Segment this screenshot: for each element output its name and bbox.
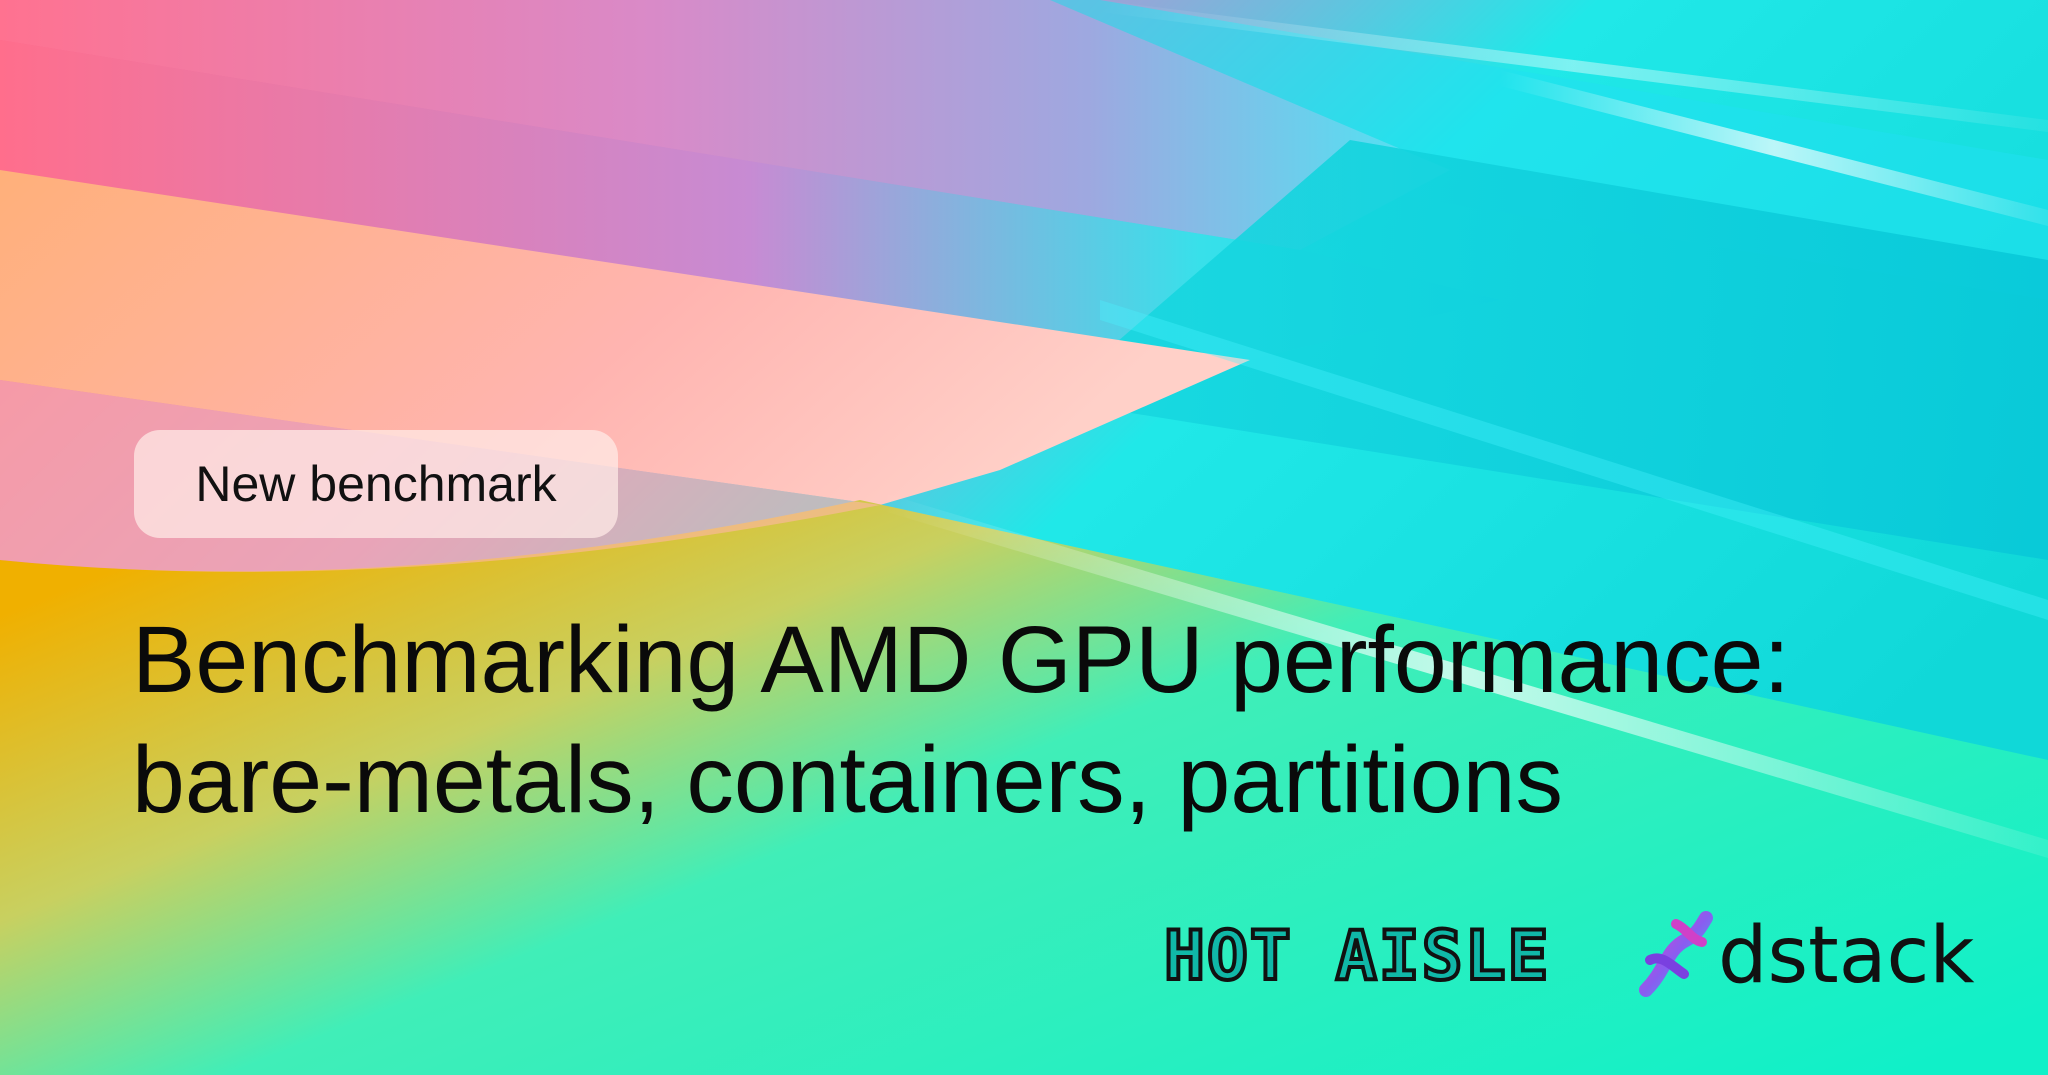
new-benchmark-badge: New benchmark (134, 430, 618, 538)
headline-line-1: Benchmarking AMD GPU performance: (132, 607, 1790, 713)
badge-label: New benchmark (195, 456, 557, 512)
dstack-logo: dstack (1636, 910, 1975, 1002)
headline: Benchmarking AMD GPU performance: bare-m… (132, 600, 1992, 840)
hot-aisle-logo: HOT AISLE (1162, 915, 1551, 998)
dna-helix-icon (1639, 911, 1713, 997)
headline-line-2: bare-metals, containers, partitions (132, 727, 1563, 833)
dstack-wordmark: dstack (1718, 911, 1975, 1001)
